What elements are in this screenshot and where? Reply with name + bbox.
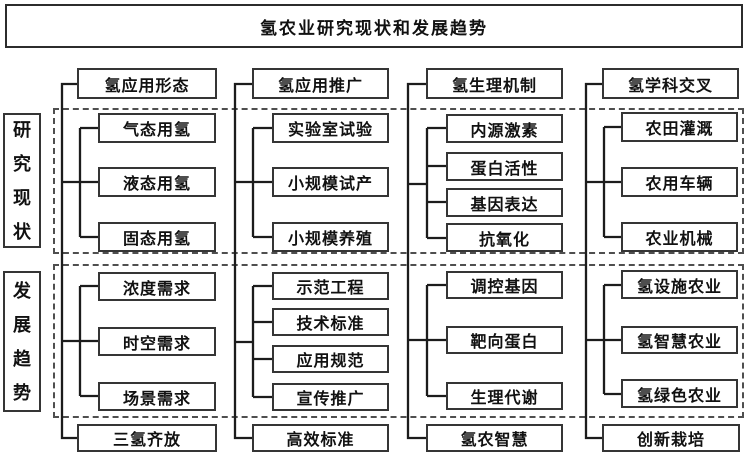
column4-bottom: 创新栽培 xyxy=(602,424,740,452)
column1-trend-item: 场景需求 xyxy=(98,382,216,411)
column3-current-item: 蛋白活性 xyxy=(446,152,563,181)
column4-header: 氢学科交叉 xyxy=(602,68,739,99)
column1-current-item: 固态用氢 xyxy=(98,222,216,252)
side-label-development-trend: 发展趋势 xyxy=(3,271,41,412)
column4-connectors xyxy=(584,82,621,440)
column3-bottom: 氢农智慧 xyxy=(426,424,563,452)
column1-current-item: 气态用氢 xyxy=(98,113,216,143)
side-label-research-status: 研究现状 xyxy=(3,113,41,248)
diagram-title: 氢农业研究现状和发展趋势 xyxy=(5,4,743,48)
column2-current-item: 实验室试验 xyxy=(272,113,389,143)
column3-current-item: 内源激素 xyxy=(446,114,563,143)
column4-trend-item: 氢绿色农业 xyxy=(621,379,738,408)
research-status-region xyxy=(53,108,744,254)
column3-trend-item: 靶向蛋白 xyxy=(446,326,563,354)
column1-trend-item: 时空需求 xyxy=(98,327,216,356)
development-trend-region xyxy=(53,264,744,418)
column3-trend-item: 调控基因 xyxy=(446,271,563,299)
column3-current-item: 基因表达 xyxy=(446,188,563,217)
column2-header: 氢应用推广 xyxy=(252,68,389,99)
column1-connectors xyxy=(60,82,98,440)
column4-trend-item: 氢设施农业 xyxy=(621,270,738,299)
column2-trend-item: 宣传推广 xyxy=(272,383,389,411)
column3-current-item: 抗氧化 xyxy=(446,223,563,252)
column2-current-item: 小规模试产 xyxy=(272,167,389,197)
column1-trend-item: 浓度需求 xyxy=(98,272,216,301)
column2-trend-item: 示范工程 xyxy=(272,272,389,300)
column3-header: 氢生理机制 xyxy=(426,68,563,99)
column2-bottom: 高效标准 xyxy=(252,424,389,452)
column4-current-item: 农业机械 xyxy=(621,222,738,252)
column4-current-item: 农田灌溉 xyxy=(621,112,738,142)
column4-trend-item: 氢智慧农业 xyxy=(621,326,738,354)
column2-current-item: 小规模养殖 xyxy=(272,222,389,252)
column2-trend-item: 技术标准 xyxy=(272,308,389,336)
column1-current-item: 液态用氢 xyxy=(98,167,216,197)
column3-connectors xyxy=(406,82,446,440)
column1-header: 氢应用形态 xyxy=(77,68,217,99)
column1-bottom: 三氢齐放 xyxy=(77,424,217,452)
column3-trend-item: 生理代谢 xyxy=(446,382,563,410)
column2-connectors xyxy=(233,82,272,440)
column2-trend-item: 应用规范 xyxy=(272,345,389,373)
column4-current-item: 农用车辆 xyxy=(621,167,738,197)
